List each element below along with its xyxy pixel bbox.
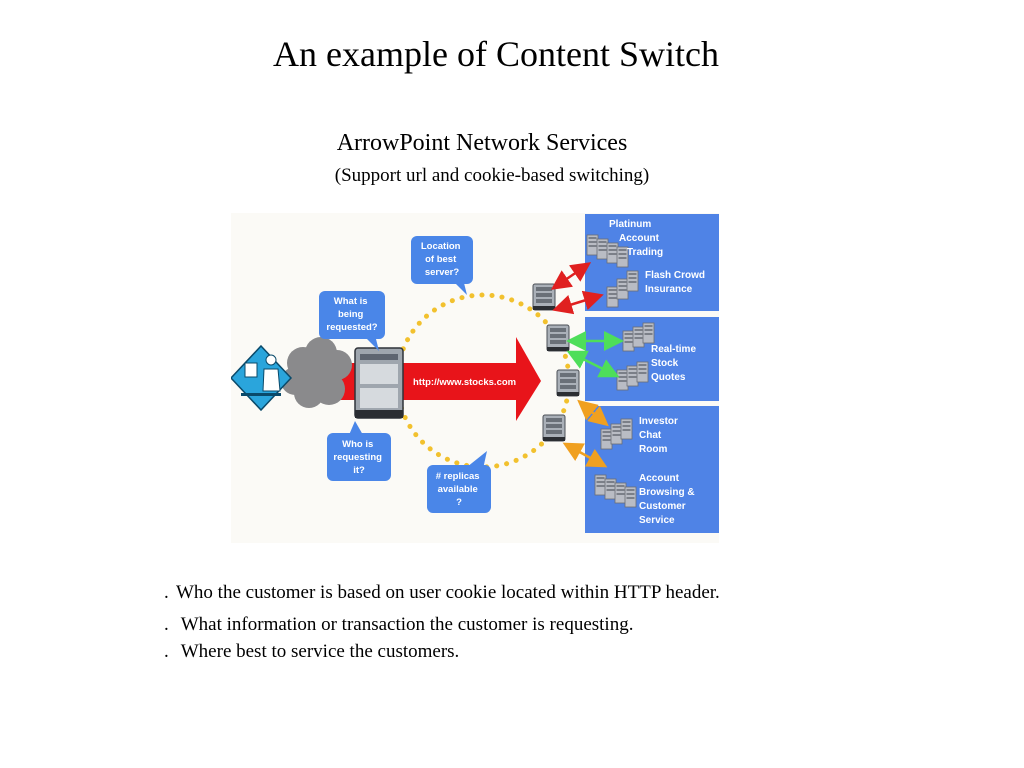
bullet-item: . Where best to service the customers. xyxy=(164,641,460,662)
diagram-canvas: http://www.stocks.com Platinum Account T… xyxy=(231,214,719,533)
bullet-text: What information or transaction the cust… xyxy=(180,614,634,635)
bubble-what: What is being requested? xyxy=(319,291,385,351)
switch-platinum-icon xyxy=(532,283,556,311)
label-account: Account Browsing & Customer Service xyxy=(639,473,697,526)
bullet-text: Who the customer is based on user cookie… xyxy=(176,582,720,603)
bullet-list: .Who the customer is based on user cooki… xyxy=(164,582,924,662)
switch-realtime-icon xyxy=(546,324,570,352)
svg-text:# replicas available: # replicas available ? xyxy=(436,471,482,508)
svg-text:What is being requ: What is being requested? xyxy=(326,296,377,333)
switch-stocks-icon xyxy=(556,369,580,397)
red-links xyxy=(550,262,604,315)
diagram-subtitle: ArrowPoint Network Services xyxy=(336,130,628,156)
slide-title: An example of Content Switch xyxy=(273,34,719,74)
label-platinum: Platinum Account Trading xyxy=(609,219,663,258)
diagram-subnote: (Support url and cookie-based switching) xyxy=(334,165,650,186)
user-at-computer-icon xyxy=(231,344,293,412)
bubble-location: Location of best server? xyxy=(411,236,473,295)
svg-text:Who is requesting: Who is requesting it? xyxy=(333,439,384,476)
bubble-replicas: # replicas available ? xyxy=(427,451,491,513)
label-realtime: Real-time Stock Quotes xyxy=(651,344,699,383)
content-switch-diagram: http://www.stocks.com Platinum Account T… xyxy=(231,213,719,543)
switch-investor-icon xyxy=(542,414,566,442)
url-label: http://www.stocks.com xyxy=(413,377,516,388)
content-switch-icon xyxy=(354,347,404,419)
green-links xyxy=(566,331,624,378)
bullet-item: .Who the customer is based on user cooki… xyxy=(164,582,720,603)
bullet-text: Where best to service the customers. xyxy=(180,641,460,662)
label-flash: Flash Crowd Insurance xyxy=(645,270,708,295)
bullet-item: . What information or transaction the cu… xyxy=(164,614,634,635)
svg-text:Location of best s: Location of best server? xyxy=(421,241,463,278)
panel-general xyxy=(585,406,719,533)
label-investor: Investor Chat Room xyxy=(639,416,681,455)
internet-cloud-icon xyxy=(281,337,352,408)
bubble-who: Who is requesting it? xyxy=(327,421,391,481)
orange-links xyxy=(562,399,609,468)
